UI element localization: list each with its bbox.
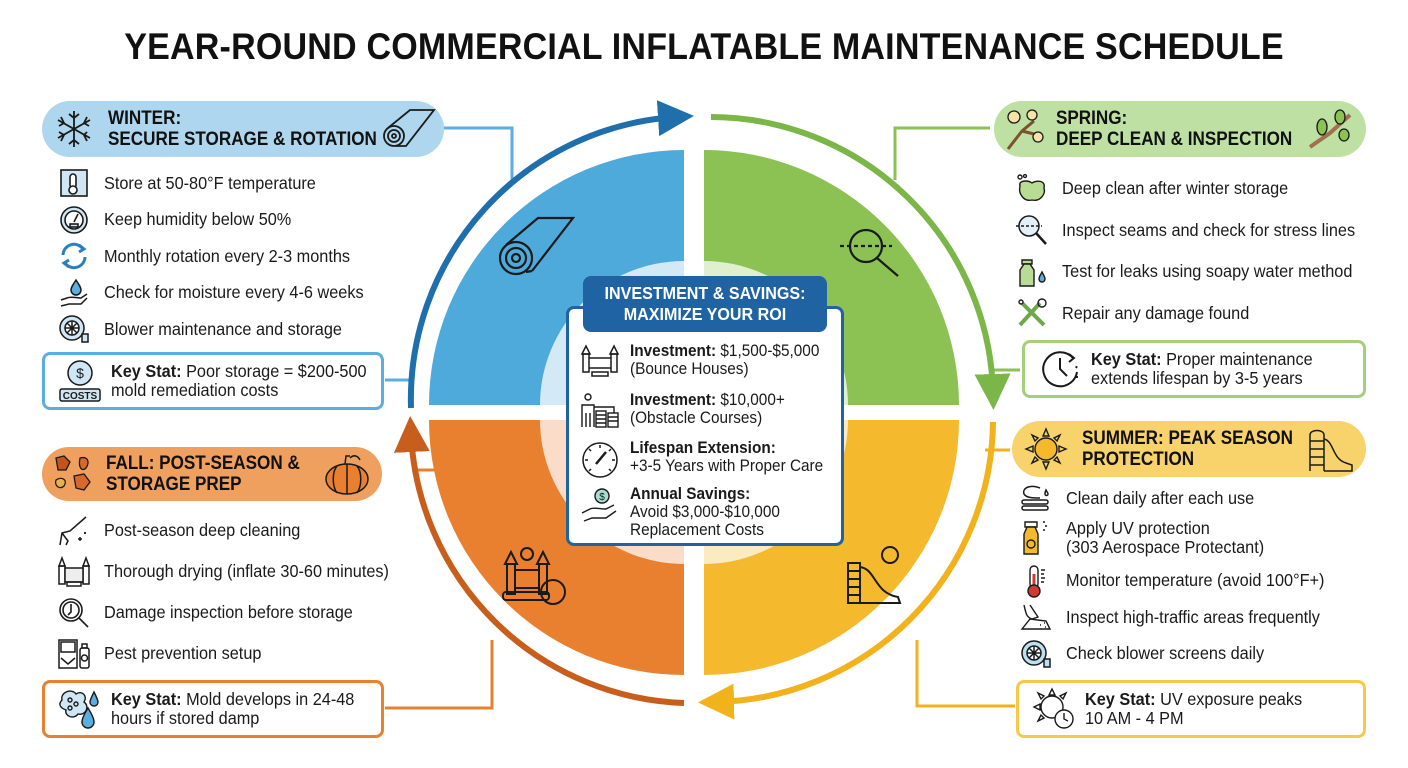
winter-task: Keep humidity below 50% (56, 202, 383, 239)
pressure-washer-icon (56, 515, 92, 547)
winter-task: Blower maintenance and storage (56, 311, 383, 348)
svg-text:$: $ (599, 492, 605, 503)
rolled-mat-icon (383, 109, 436, 147)
summer-key-stat: Key Stat: UV exposure peaks 10 AM - 4 PM (1016, 680, 1366, 738)
fall-task: Post-season deep cleaning (56, 510, 410, 551)
roi-panel-header: INVESTMENT & SAVINGS: MAXIMIZE YOUR ROI (583, 276, 827, 332)
spring-task: Deep clean after winter storage (1014, 168, 1377, 210)
spring-tasks: Deep clean after winter storage Inspect … (1014, 168, 1377, 334)
hose-towels-icon (1018, 482, 1054, 514)
bounce-house-blower-icon (502, 547, 566, 605)
arrow-summer-to-fall (698, 421, 996, 720)
leaf-branch-icon (1308, 109, 1352, 149)
spring-header: SPRING: DEEP CLEAN & INSPECTION (994, 101, 1366, 157)
fall-task: Pest prevention setup (56, 633, 410, 674)
thermometer-icon (1018, 565, 1054, 598)
sun-clock-icon (1029, 687, 1079, 731)
summer-tasks: Clean daily after each use Apply UV prot… (1018, 480, 1344, 672)
page-title: YEAR-ROUND COMMERCIAL INFLATABLE MAINTEN… (124, 26, 1284, 67)
fall-task: Damage inspection before storage (56, 592, 410, 633)
stat-label: Key Stat: (1085, 689, 1156, 709)
roi-item: Investment: $10,000+(Obstacle Courses) (578, 391, 796, 429)
fall-subtitle: STORAGE PREP (106, 474, 242, 495)
fall-title: FALL: POST-SEASON & (106, 453, 300, 474)
humidity-gauge-icon (56, 204, 92, 236)
svg-text:COSTS: COSTS (63, 391, 98, 402)
spring-task: Test for leaks using soapy water method (1014, 251, 1377, 293)
fall-tasks: Post-season deep cleaning Thorough dryin… (56, 510, 410, 674)
clock-cycle-icon (1035, 348, 1085, 390)
fall-header: FALL: POST-SEASON & STORAGE PREP (42, 447, 382, 501)
arrow-winter-to-spring (407, 100, 694, 409)
summer-header: SUMMER: PEAK SEASON PROTECTION (1012, 421, 1366, 477)
pest-trap-icon (56, 638, 92, 670)
sun-icon (1024, 427, 1068, 471)
seam-magnifier-icon (840, 228, 899, 277)
fall-task: Thorough drying (inflate 30-60 minutes) (56, 551, 410, 592)
pumpkin-icon (325, 455, 369, 495)
hand-coin-icon: $ (578, 485, 622, 525)
spray-bottle-icon (1014, 256, 1050, 288)
rolled-mat-icon (498, 216, 576, 276)
roi-item: Investment: $1,500-$5,000(Bounce Houses) (578, 342, 834, 378)
slide-icon (1309, 429, 1353, 472)
winter-tasks: Store at 50-80°F temperature Keep humidi… (56, 165, 383, 348)
winter-task: Check for moisture every 4-6 weeks (56, 275, 383, 312)
winter-key-stat: $COSTS Key Stat: Poor storage = $200-500… (42, 352, 384, 410)
winter-header: WINTER: SECURE STORAGE & ROTATION (42, 101, 444, 157)
blossom-branch-icon (1006, 109, 1044, 150)
stat-label: Key Stat: (111, 361, 182, 381)
bounce-house-icon (56, 555, 92, 588)
mold-drops-icon (55, 688, 105, 730)
snowflake-icon (57, 111, 91, 147)
winter-task: Store at 50-80°F temperature (56, 165, 383, 202)
spring-title: SPRING: (1056, 108, 1128, 129)
magnifier-icon (56, 597, 92, 629)
thermometer-box-icon (56, 167, 92, 199)
summer-subtitle: PROTECTION (1082, 449, 1195, 470)
spring-task: Inspect seams and check for stress lines (1014, 210, 1377, 252)
stat-label: Key Stat: (1091, 349, 1162, 369)
winter-title: WINTER: (108, 108, 182, 129)
summer-task: Apply UV protection (303 Aerospace Prote… (1018, 517, 1344, 563)
summer-task: Clean daily after each use (1018, 480, 1344, 517)
spring-task: Repair any damage found (1014, 293, 1377, 335)
arrow-fall-to-winter (393, 416, 685, 706)
roi-item: Lifespan Extension:+3-5 Years with Prope… (578, 439, 838, 479)
blower-icon (1018, 638, 1054, 670)
summer-task: Check blower screens daily (1018, 636, 1344, 673)
slide-sun-icon (847, 546, 902, 604)
uv-spray-icon (1018, 520, 1054, 555)
summer-task: Inspect high-traffic areas frequently (1018, 599, 1344, 636)
rotation-arrows-icon (56, 240, 92, 272)
hand-water-drop-icon (56, 277, 92, 309)
svg-text:$: $ (76, 365, 84, 381)
summer-title: SUMMER: PEAK SEASON (1082, 428, 1293, 449)
stat-label: Key Stat: (111, 689, 182, 709)
connector-lines (385, 126, 1020, 710)
sponge-icon (1014, 173, 1050, 205)
tools-icon (1014, 297, 1050, 329)
winter-task: Monthly rotation every 2-3 months (56, 238, 383, 275)
winter-subtitle: SECURE STORAGE & ROTATION (108, 129, 377, 150)
autumn-leaves-icon (54, 455, 91, 491)
summer-task: Monitor temperature (avoid 100°F+) (1018, 563, 1344, 600)
person-coins-icon (578, 391, 622, 429)
gauge-icon (578, 439, 622, 479)
spring-key-stat: Key Stat: Proper maintenance extends lif… (1022, 340, 1366, 398)
bounce-house-icon (578, 342, 622, 378)
fall-key-stat: Key Stat: Mold develops in 24-48 hours i… (42, 680, 384, 738)
spring-subtitle: DEEP CLEAN & INSPECTION (1056, 129, 1293, 150)
costs-coin-icon: $ COSTS (55, 359, 105, 403)
seam-magnifier-icon (1014, 214, 1050, 246)
arrow-spring-to-summer (710, 114, 1011, 410)
footprint-icon (1018, 601, 1054, 633)
blower-icon (56, 313, 92, 345)
